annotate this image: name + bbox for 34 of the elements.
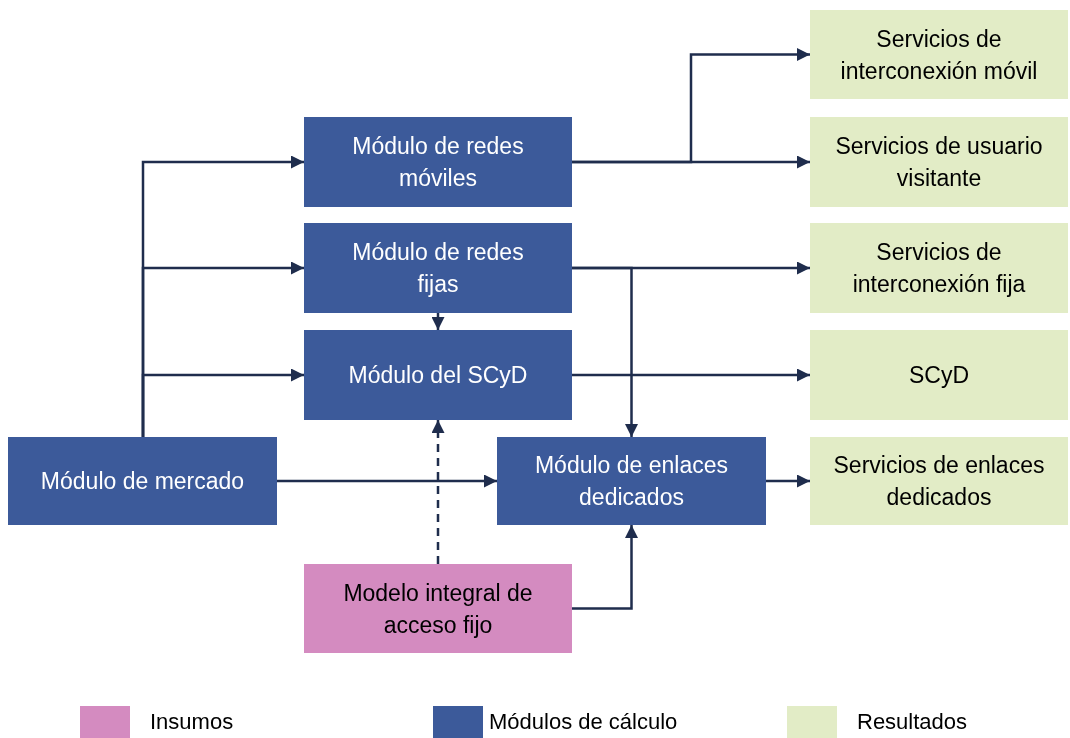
arrow xyxy=(766,474,810,488)
legend-label: Resultados xyxy=(857,708,968,736)
arrow xyxy=(431,420,445,564)
node-label: Módulo de enlaces dedicados xyxy=(533,451,730,512)
arrow xyxy=(431,313,445,330)
result-box xyxy=(810,10,1068,99)
legend-label: Módulos de cálculo xyxy=(489,708,678,736)
module-box xyxy=(304,117,572,207)
legend-label: Insumos xyxy=(150,708,234,736)
node-label: Servicios de interconexión fija xyxy=(851,238,1027,299)
node-label: Servicios de interconexión móvil xyxy=(839,24,1039,86)
node-label: Servicios de enlaces dedicados xyxy=(832,451,1046,512)
module-box xyxy=(8,437,277,525)
arrow xyxy=(572,368,810,382)
result-box xyxy=(810,117,1068,207)
module-box xyxy=(304,330,572,420)
node-label: SCyD xyxy=(908,361,970,390)
node-label: Módulo de mercado xyxy=(40,467,245,496)
arrow xyxy=(572,155,810,169)
arrow xyxy=(141,368,304,437)
arrow xyxy=(572,525,638,610)
result-box xyxy=(810,437,1068,525)
node-label: Modelo integral de acceso fijo xyxy=(342,578,534,640)
node-label: Servicios de usuario visitante xyxy=(834,132,1044,193)
result-box xyxy=(810,223,1068,313)
arrow xyxy=(277,474,497,488)
node-label: Módulo del SCyD xyxy=(348,361,528,390)
result-box xyxy=(810,330,1068,420)
module-box xyxy=(304,223,572,313)
node-label: Módulo de redes fijas xyxy=(351,238,525,299)
module-box xyxy=(497,437,766,525)
node-label: Módulo de redes móviles xyxy=(351,132,525,193)
arrow xyxy=(572,266,638,437)
input-box xyxy=(304,564,572,653)
